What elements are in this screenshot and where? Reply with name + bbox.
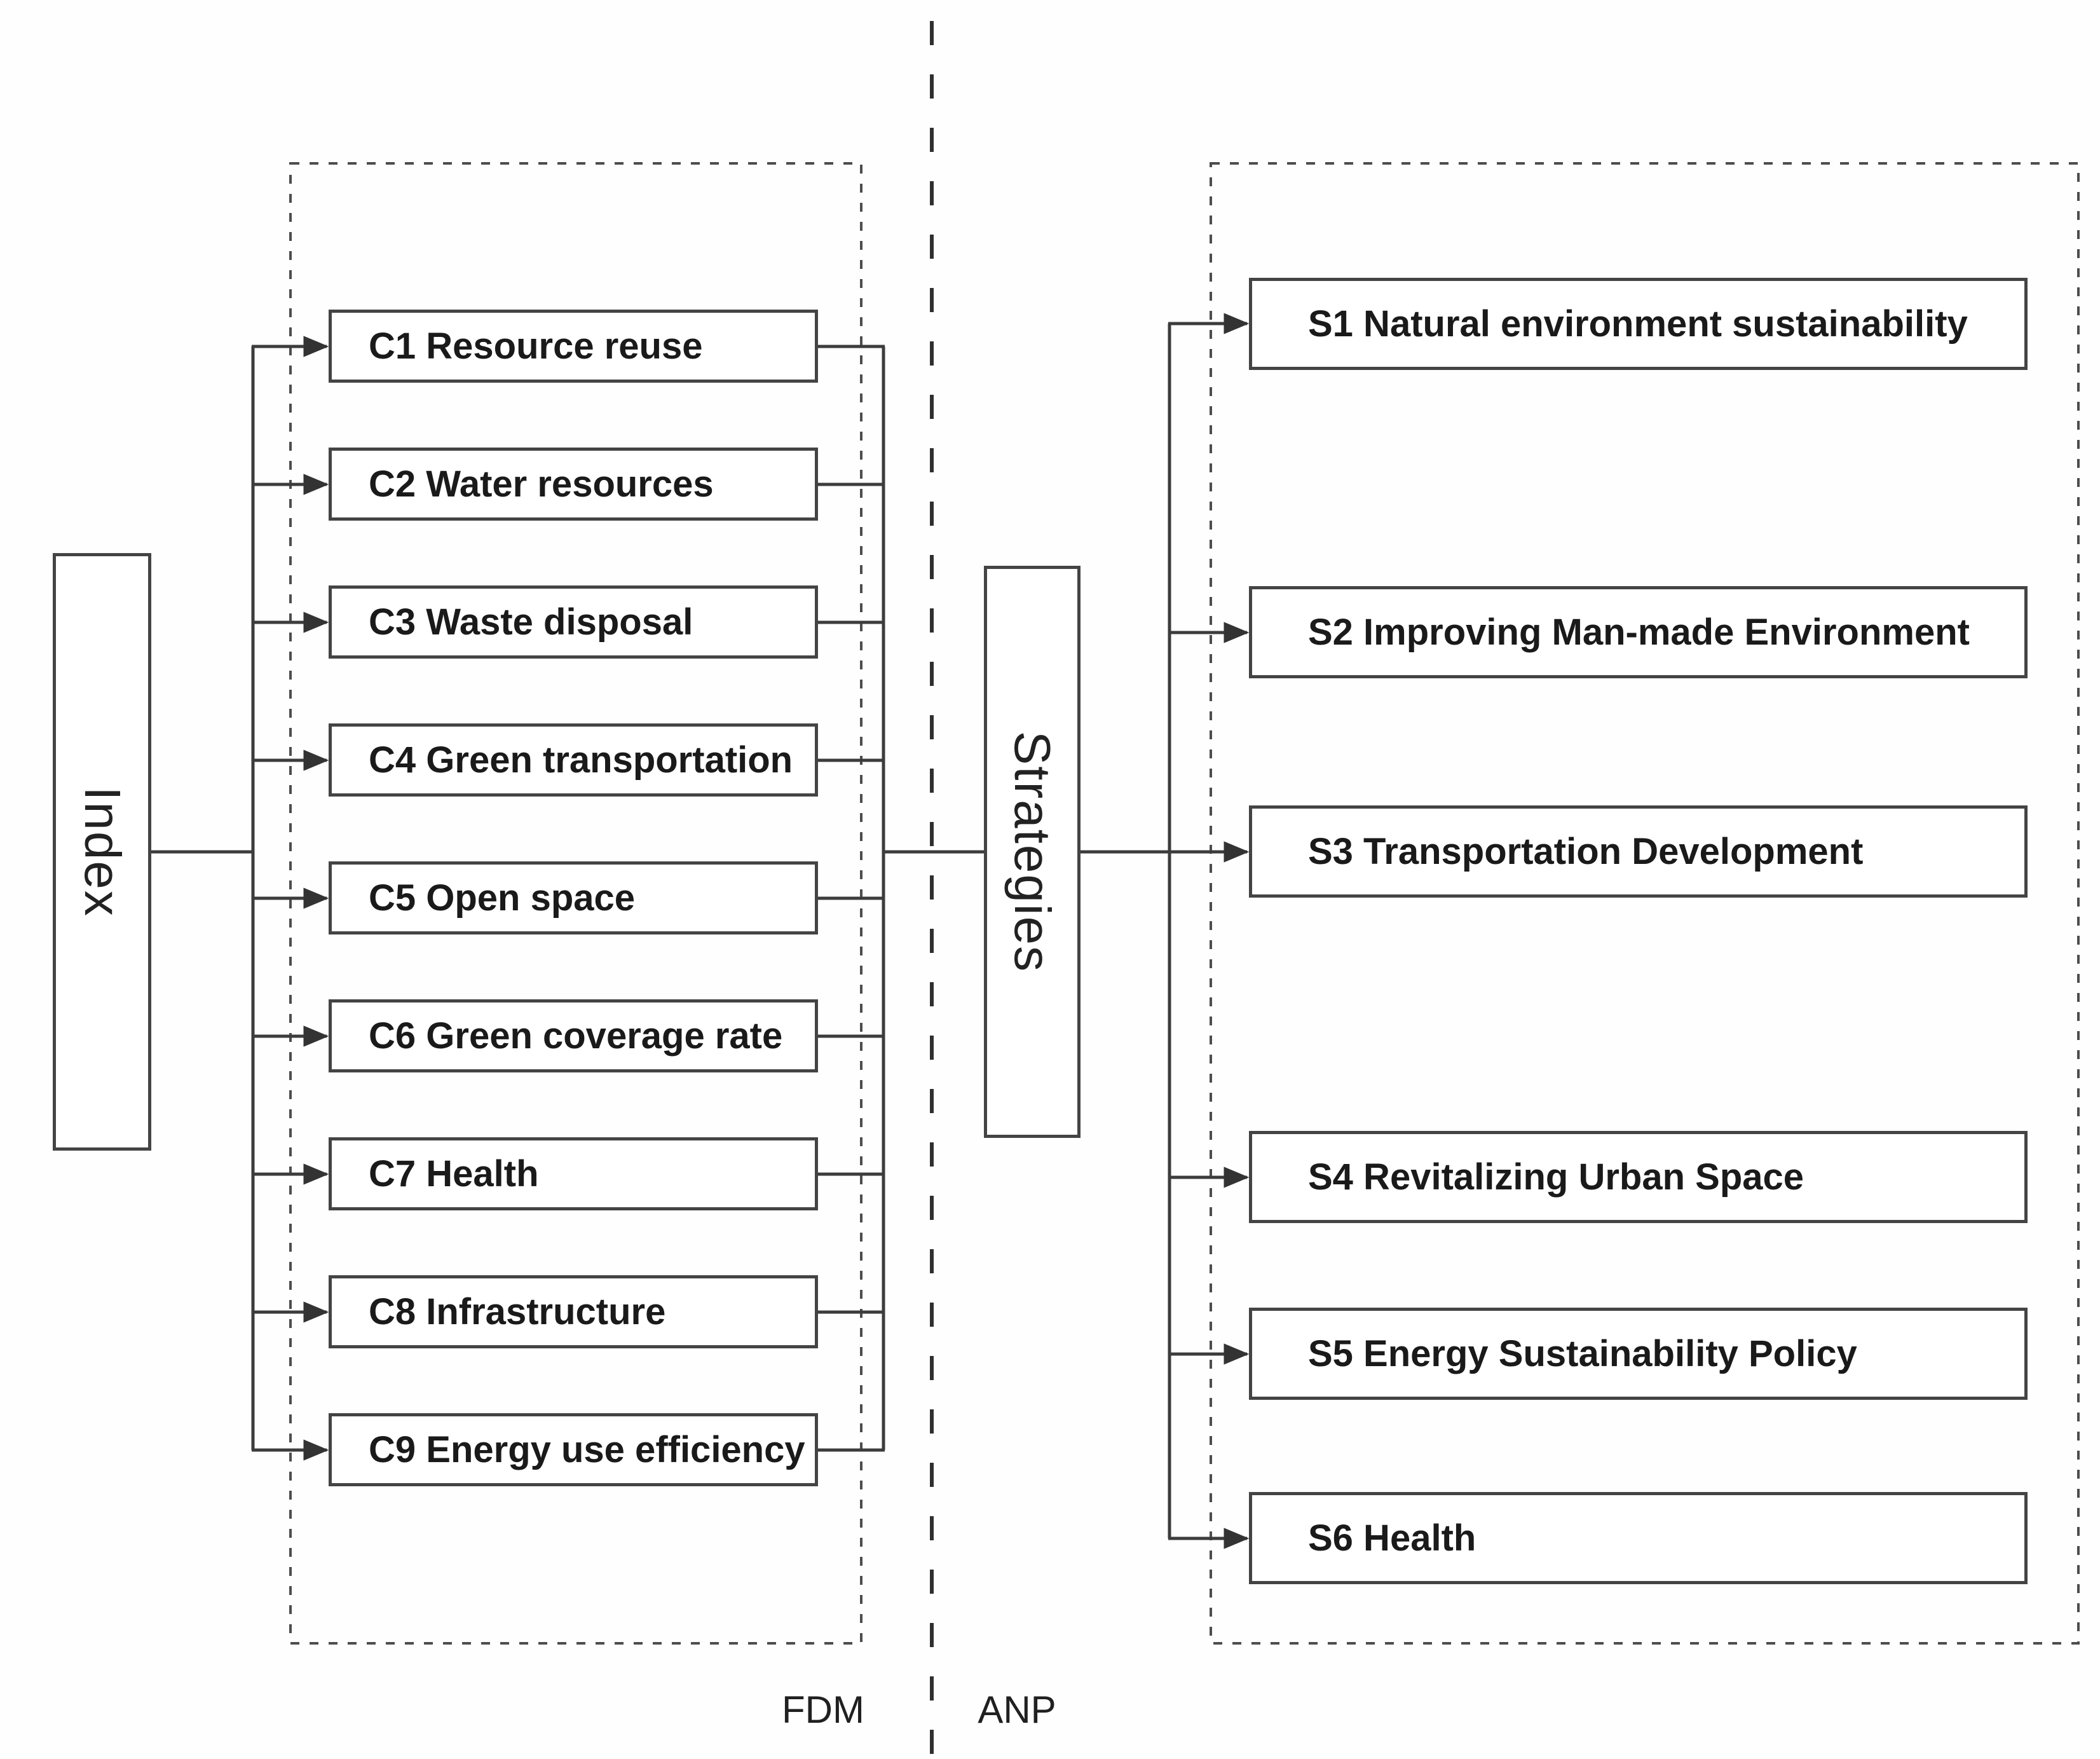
criteria-node-c9: C9 Energy use efficiency bbox=[329, 1413, 818, 1486]
anp-region-outline bbox=[1210, 162, 2080, 1645]
strategies-node-label: Strategies bbox=[1004, 730, 1061, 973]
anp-method-label: ANP bbox=[978, 1688, 1056, 1731]
fdm-region-outline bbox=[289, 162, 862, 1645]
index-node-label: Index bbox=[74, 786, 131, 917]
strategy-node-s4: S4 Revitalizing Urban Space bbox=[1249, 1131, 2028, 1223]
strategy-node-s3: S3 Transportation Development bbox=[1249, 805, 2028, 898]
strategy-node-s5: S5 Energy Sustainability Policy bbox=[1249, 1308, 2028, 1400]
criteria-node-c7: C7 Health bbox=[329, 1137, 818, 1210]
strategies-node: Strategies bbox=[984, 566, 1081, 1138]
criteria-node-c1: C1 Resource reuse bbox=[329, 310, 818, 383]
criteria-node-c3: C3 Waste disposal bbox=[329, 585, 818, 659]
fdm-method-label: FDM bbox=[782, 1688, 864, 1731]
strategy-node-s1: S1 Natural environment sustainability bbox=[1249, 278, 2028, 370]
criteria-node-c8: C8 Infrastructure bbox=[329, 1275, 818, 1348]
criteria-node-c6: C6 Green coverage rate bbox=[329, 999, 818, 1072]
strategy-node-s6: S6 Health bbox=[1249, 1492, 2028, 1584]
criteria-node-c2: C2 Water resources bbox=[329, 448, 818, 521]
criteria-node-c5: C5 Open space bbox=[329, 861, 818, 934]
criteria-node-c4: C4 Green transportation bbox=[329, 723, 818, 797]
strategy-node-s2: S2 Improving Man-made Environment bbox=[1249, 586, 2028, 678]
index-node: Index bbox=[53, 553, 151, 1151]
